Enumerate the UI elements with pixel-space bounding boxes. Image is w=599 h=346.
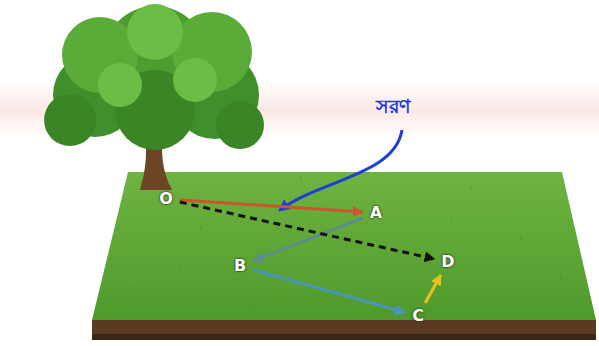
path-arrow bbox=[253, 270, 405, 313]
grass-texture bbox=[130, 175, 562, 310]
point-label: O bbox=[159, 190, 173, 208]
point-marker: O bbox=[155, 189, 177, 209]
point-marker: C bbox=[408, 306, 428, 326]
callout-arrow bbox=[280, 130, 402, 210]
callout-label: সরণ bbox=[376, 94, 410, 118]
point-marker: A bbox=[366, 203, 386, 223]
point-marker: D bbox=[437, 252, 458, 272]
point-label: C bbox=[412, 307, 424, 325]
soil-base bbox=[92, 334, 596, 340]
tree-illustration bbox=[44, 4, 264, 190]
path-arrow bbox=[425, 275, 441, 303]
soil-edge bbox=[92, 320, 596, 334]
point-label: D bbox=[441, 253, 454, 271]
grass-field bbox=[92, 172, 596, 320]
point-label: A bbox=[370, 204, 382, 222]
point-marker: B bbox=[230, 256, 250, 276]
point-label: B bbox=[234, 257, 246, 275]
path-arrow bbox=[180, 200, 363, 212]
displacement-arrow bbox=[180, 202, 435, 259]
